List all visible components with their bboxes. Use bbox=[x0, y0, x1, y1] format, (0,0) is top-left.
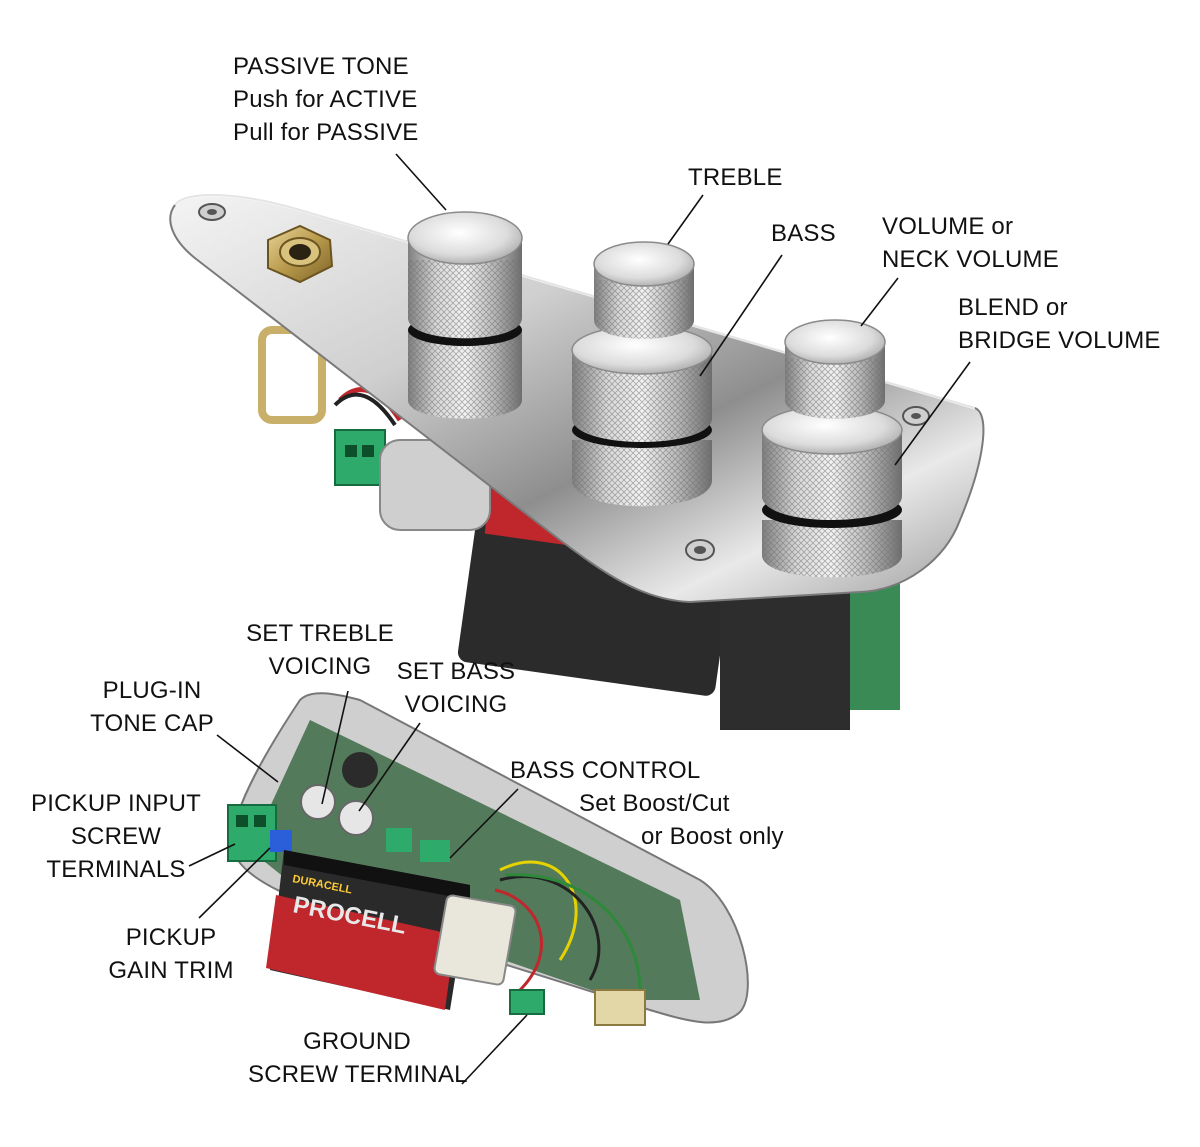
label-bass-control: BASS CONTROL Set Boost/Cut or Boost only bbox=[510, 754, 810, 864]
label-line: Push for ACTIVE bbox=[233, 86, 418, 113]
label-pickup-input: PICKUP INPUT SCREW TERMINALS bbox=[26, 787, 206, 886]
volume-blend-knob bbox=[761, 319, 903, 578]
gain-trim-pot bbox=[270, 830, 292, 852]
label-line: GAIN TRIM bbox=[108, 957, 234, 984]
bass-control-pot bbox=[433, 894, 517, 986]
label-line: Set Boost/Cut bbox=[579, 790, 730, 817]
leader-set-bass bbox=[358, 722, 421, 812]
underside-assembly: DURACELL PROCELL bbox=[227, 692, 749, 1026]
label-line: Pull for PASSIVE bbox=[233, 119, 419, 146]
label-line: BASS CONTROL bbox=[510, 757, 701, 784]
control-plate-assembly bbox=[169, 193, 985, 730]
label-blend: BLEND or BRIDGE VOLUME bbox=[958, 291, 1161, 357]
label-line: NECK VOLUME bbox=[882, 246, 1059, 273]
label-line: SCREW bbox=[70, 823, 162, 850]
leader-blend bbox=[894, 361, 971, 466]
label-line: SCREW TERMINAL bbox=[248, 1061, 468, 1088]
passive-tone-knob bbox=[407, 211, 523, 419]
label-line: BRIDGE VOLUME bbox=[958, 327, 1161, 354]
ground-screw-terminal bbox=[509, 989, 545, 1015]
pickup-input-terminals bbox=[227, 804, 277, 862]
label-line: SET BASS bbox=[396, 658, 516, 685]
label-plug-in-tone-cap: PLUG-IN TONE CAP bbox=[82, 674, 222, 740]
battery-9v: DURACELL PROCELL bbox=[266, 850, 470, 1010]
treble-bass-knob bbox=[571, 241, 713, 507]
leader-passive-tone bbox=[395, 153, 447, 211]
label-line: VOICING bbox=[268, 653, 372, 680]
leader-pickup-input bbox=[188, 843, 236, 867]
leader-treble bbox=[667, 194, 704, 245]
terminal-block-top bbox=[334, 429, 386, 486]
leader-volume bbox=[860, 277, 899, 327]
label-line: BLEND or bbox=[958, 294, 1068, 321]
label-line: TREBLE bbox=[688, 164, 783, 191]
label-line: or Boost only bbox=[641, 823, 784, 850]
label-line: PICKUP bbox=[125, 924, 217, 951]
label-line: BASS bbox=[771, 220, 836, 247]
leader-lines bbox=[188, 153, 971, 1085]
label-line: SET TREBLE bbox=[246, 620, 394, 647]
label-line: TERMINALS bbox=[46, 856, 186, 883]
output-jack-underside bbox=[594, 989, 646, 1026]
leader-gain-trim bbox=[198, 847, 271, 919]
label-line: GROUND bbox=[303, 1028, 411, 1055]
label-set-treble-voicing: SET TREBLE VOICING bbox=[240, 617, 400, 683]
label-ground-screw-terminal: GROUND SCREW TERMINAL bbox=[248, 1025, 468, 1091]
leader-bass-control bbox=[449, 788, 519, 859]
label-pickup-gain-trim: PICKUP GAIN TRIM bbox=[96, 921, 246, 987]
label-set-bass-voicing: SET BASS VOICING bbox=[386, 655, 526, 721]
label-line: VOICING bbox=[404, 691, 508, 718]
label-line: PLUG-IN bbox=[102, 677, 202, 704]
label-passive-tone: PASSIVE TONE Push for ACTIVE Pull for PA… bbox=[233, 50, 419, 149]
label-line: VOLUME or bbox=[882, 213, 1014, 240]
leader-tone-cap bbox=[216, 734, 279, 783]
bass-voicing-trimpot bbox=[338, 800, 374, 836]
label-bass: BASS bbox=[771, 217, 836, 250]
label-volume: VOLUME or NECK VOLUME bbox=[882, 210, 1059, 276]
treble-voicing-trimpot bbox=[300, 784, 336, 820]
label-line: TONE CAP bbox=[90, 710, 214, 737]
label-line: PICKUP INPUT bbox=[31, 790, 201, 817]
label-line: PASSIVE TONE bbox=[233, 53, 409, 80]
label-treble: TREBLE bbox=[688, 161, 783, 194]
leader-set-treble bbox=[321, 690, 349, 805]
leader-ground bbox=[461, 1014, 528, 1085]
leader-bass bbox=[699, 254, 783, 377]
